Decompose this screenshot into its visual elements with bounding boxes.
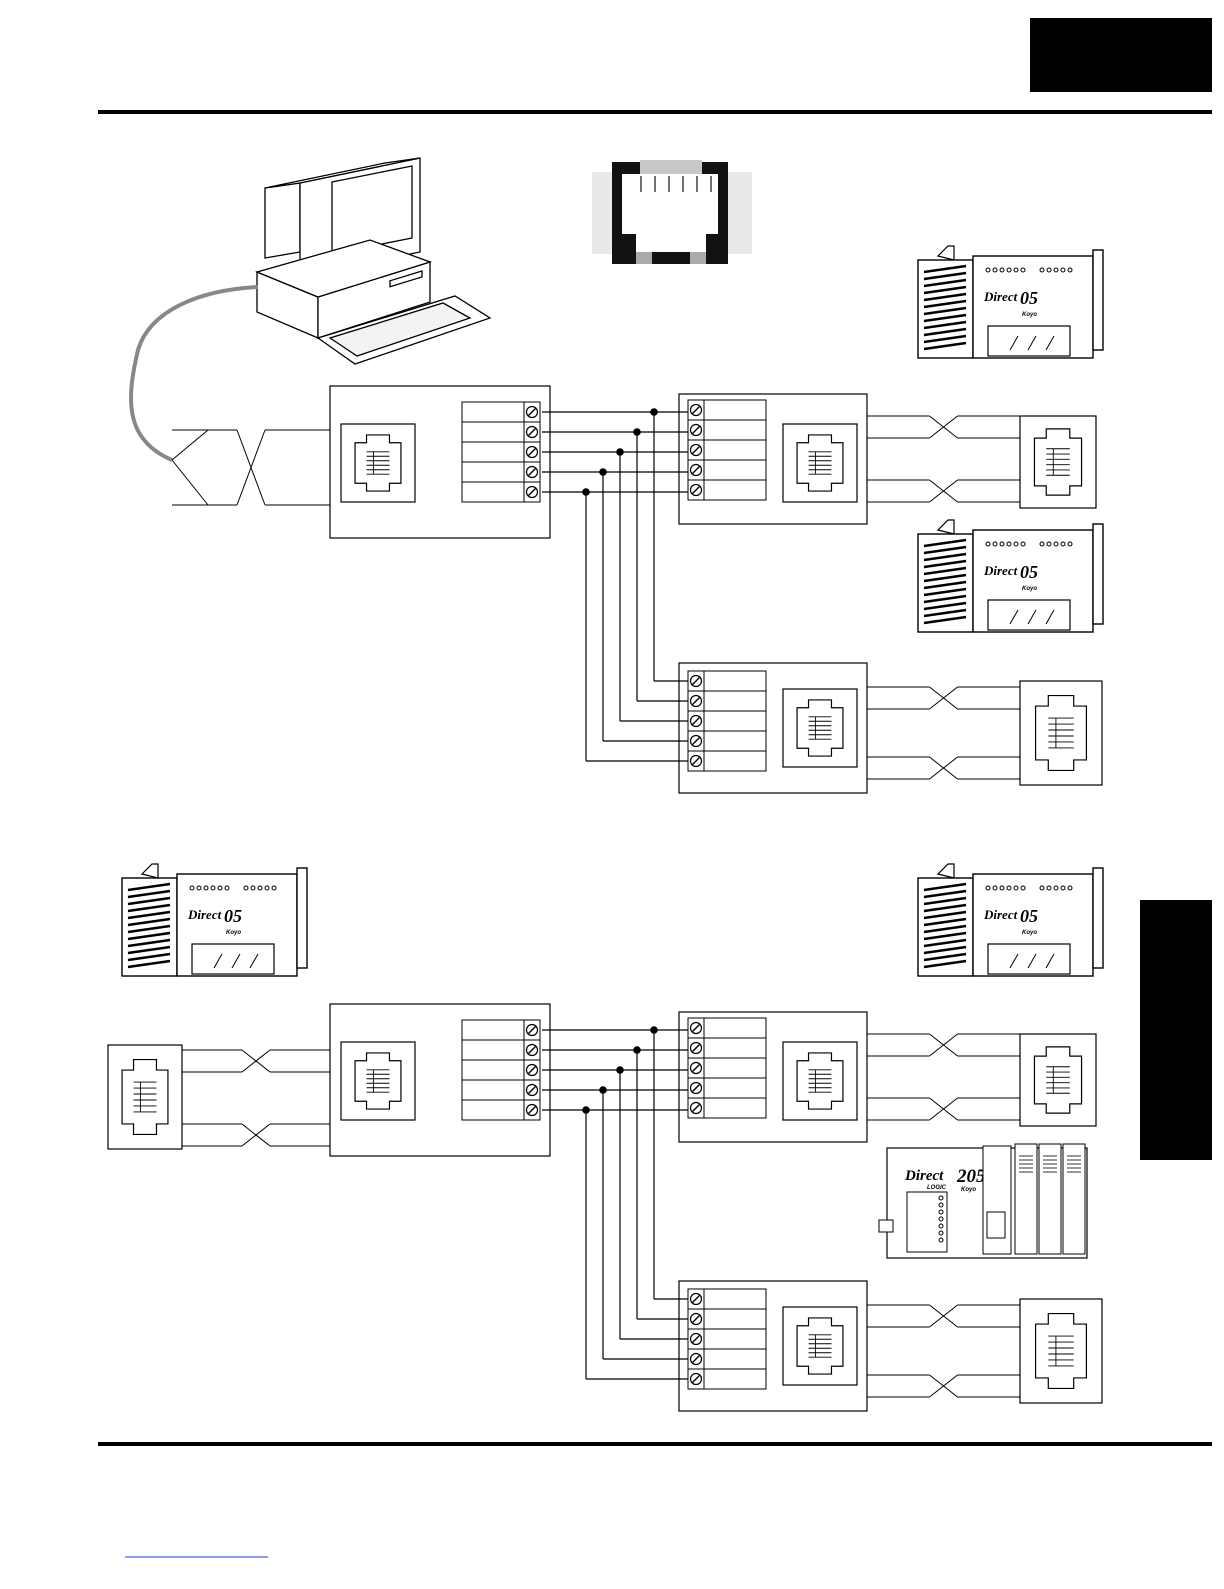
plc-logo-sub: LOGIC bbox=[927, 1185, 947, 1191]
lower-bus-node bbox=[599, 1086, 607, 1094]
lower-bus-wires bbox=[542, 1026, 688, 1379]
lower-bus-node bbox=[616, 1066, 624, 1074]
lower-master-jack bbox=[108, 1045, 182, 1149]
plc-logo-brand: Koyo bbox=[226, 930, 241, 936]
header-rule bbox=[98, 110, 1212, 114]
lower-slave2-cable bbox=[867, 1305, 1020, 1397]
rj12-port-icon bbox=[592, 160, 752, 264]
lower-slave1-terminal bbox=[688, 1018, 766, 1118]
plc-logo-brand: Koyo bbox=[1022, 930, 1037, 936]
plc-logo-word: Direct bbox=[187, 907, 222, 922]
plc-logo-model: 05 bbox=[1020, 906, 1038, 926]
lower-slave1-adapter-jack bbox=[783, 1042, 857, 1120]
plc-logo-word: Direct bbox=[983, 289, 1018, 304]
plc-logo-model: 205 bbox=[956, 1166, 986, 1187]
upper-slave2-terminal bbox=[688, 671, 766, 771]
lower-slave2-device-jack bbox=[1020, 1299, 1102, 1403]
upper-slave1-device-jack bbox=[1020, 416, 1096, 508]
lower-slave2-terminal bbox=[688, 1289, 766, 1389]
upper-bus-node bbox=[599, 468, 607, 476]
side-tab bbox=[1140, 900, 1212, 1160]
lower-slave1-cable bbox=[867, 1034, 1020, 1120]
upper-slave1-cable bbox=[867, 416, 1020, 502]
upper-bus-node bbox=[650, 408, 658, 416]
upper-slave1-adapter-jack bbox=[783, 424, 857, 502]
plc-logo-word: Direct bbox=[983, 907, 1018, 922]
pc-to-adapter-cable bbox=[172, 430, 330, 505]
plc-logo-model: 05 bbox=[224, 906, 242, 926]
chapter-tab bbox=[1030, 18, 1212, 92]
plc-logo-model: 05 bbox=[1020, 562, 1038, 582]
pc-cable-fanout bbox=[172, 430, 208, 505]
upper-main-terminal bbox=[462, 402, 540, 502]
lower-main-adapter-jack bbox=[341, 1042, 415, 1120]
lower-bus-node bbox=[633, 1046, 641, 1054]
upper-slave1-terminal bbox=[688, 400, 766, 500]
lower-bus-node bbox=[650, 1026, 658, 1034]
lower-main-terminal bbox=[462, 1020, 540, 1120]
lower-slave1-device-jack bbox=[1020, 1034, 1096, 1126]
plc-logo-word: Direct bbox=[983, 563, 1018, 578]
upper-bus-node bbox=[633, 428, 641, 436]
upper-slave2-device-jack bbox=[1020, 681, 1102, 785]
plc-logo-word: Direct bbox=[904, 1168, 944, 1184]
upper-bus-node bbox=[616, 448, 624, 456]
plc-logo-model: 05 bbox=[1020, 288, 1038, 308]
upper-bus-node bbox=[582, 488, 590, 496]
plc-logo-brand: Koyo bbox=[961, 1187, 976, 1193]
lower-slave2-adapter-jack bbox=[783, 1307, 857, 1385]
upper-slave2-cable bbox=[867, 687, 1020, 779]
plc-logo-brand: Koyo bbox=[1022, 312, 1037, 318]
upper-main-adapter-jack bbox=[341, 424, 415, 502]
computer-icon bbox=[257, 158, 490, 364]
upper-bus-wires bbox=[542, 408, 688, 761]
lower-bus-node bbox=[582, 1106, 590, 1114]
footer-rule bbox=[98, 1442, 1212, 1446]
lower-master-cable bbox=[182, 1050, 330, 1146]
upper-slave2-adapter-jack bbox=[783, 689, 857, 767]
plc-logo-brand: Koyo bbox=[1022, 586, 1037, 592]
